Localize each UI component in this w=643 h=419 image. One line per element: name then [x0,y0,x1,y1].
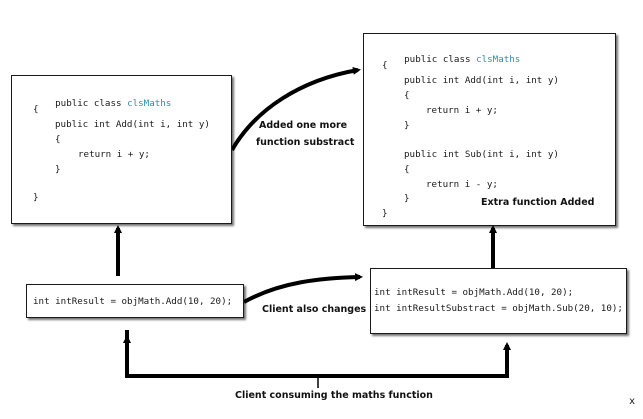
added-function-note-line2: function substract [256,137,355,148]
code-line: public int Sub(int i, int y) [404,149,559,160]
original-class-box: public class clsMaths { public int Add(i… [11,75,232,224]
class-name: clsMaths [127,98,172,110]
code-line: } [404,193,410,204]
code-line: } [382,208,388,219]
close-icon[interactable]: x [629,396,635,407]
client-changes-note: Client also changes [262,304,367,315]
code-line: } [55,164,61,175]
extra-function-note: Extra function Added [481,197,595,208]
code-keyword: public class [404,54,477,66]
code-line: { [55,134,61,145]
code-keyword: public class [55,98,128,110]
client-consuming-note: Client consuming the maths function [235,390,433,401]
code-line: public int Add(int i, int y) [404,75,559,86]
code-line: } [33,192,39,203]
client-changes-arrow [243,273,363,304]
code-line: public int Add(int i, int y) [55,119,210,130]
code-line: return i + y; [426,105,498,116]
code-line: public class clsMaths [33,90,171,118]
updated-class-box: public class clsMaths { public int Add(i… [363,33,616,226]
code-line: public class clsMaths [382,46,520,74]
code-line: return i - y; [426,179,498,190]
code-line: int intResult = objMath.Add(10, 20); [374,287,574,298]
code-line: } [404,120,410,131]
client-original-box: int intResult = objMath.Add(10, 20); [26,284,244,318]
added-function-arrow [230,66,361,151]
code-line: return i + y; [78,149,150,160]
code-line: int intResultSubstract = objMath.Sub(20,… [374,303,623,314]
added-function-note-line1: Added one more [259,120,348,131]
code-line: { [382,60,388,71]
consuming-bracket [125,330,511,378]
code-line: { [404,90,410,101]
class-name: clsMaths [476,54,521,66]
code-line: { [33,104,39,115]
client-updated-box: int intResult = objMath.Add(10, 20); int… [370,268,627,334]
code-line: int intResult = objMath.Add(10, 20); [33,296,233,307]
code-line: { [404,164,410,175]
